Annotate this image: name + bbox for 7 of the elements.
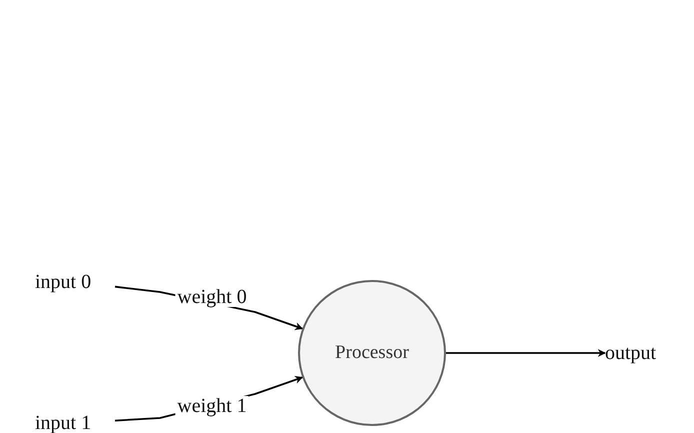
node-label: Processor	[335, 342, 409, 364]
node-label: output	[605, 341, 689, 365]
arrow	[446, 349, 606, 357]
node-label: input 1	[35, 412, 115, 433]
edge-label: weight 1	[175, 396, 249, 416]
edge-label: weight 0	[175, 287, 249, 307]
node-label: input 0	[35, 270, 115, 294]
